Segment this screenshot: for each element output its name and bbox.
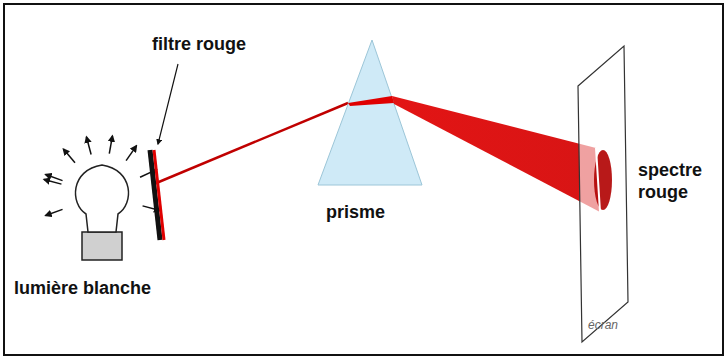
screen-label: écran bbox=[588, 318, 618, 332]
lamp-base bbox=[82, 232, 122, 260]
light-ray bbox=[126, 146, 136, 161]
lamp-bulb bbox=[75, 165, 128, 232]
light-ray bbox=[63, 149, 75, 163]
light-ray bbox=[86, 137, 91, 154]
spectrum-label: spectre rouge bbox=[638, 160, 718, 203]
red-beam bbox=[154, 103, 348, 184]
screen-edge bbox=[596, 148, 600, 212]
filter-label: filtre rouge bbox=[152, 34, 246, 56]
prism-label: prisme bbox=[326, 202, 385, 224]
screen bbox=[578, 46, 628, 342]
leader-line bbox=[158, 64, 178, 144]
beam-in-prism bbox=[348, 96, 394, 106]
prism bbox=[318, 40, 422, 185]
dispersed-beam bbox=[392, 96, 600, 212]
light-ray bbox=[44, 179, 61, 184]
red-filter bbox=[154, 150, 164, 240]
light-ray bbox=[46, 209, 63, 215]
light-ray bbox=[109, 136, 112, 154]
frame bbox=[4, 4, 723, 355]
light-ray bbox=[46, 174, 63, 180]
lamp-label: lumière blanche bbox=[14, 278, 151, 300]
